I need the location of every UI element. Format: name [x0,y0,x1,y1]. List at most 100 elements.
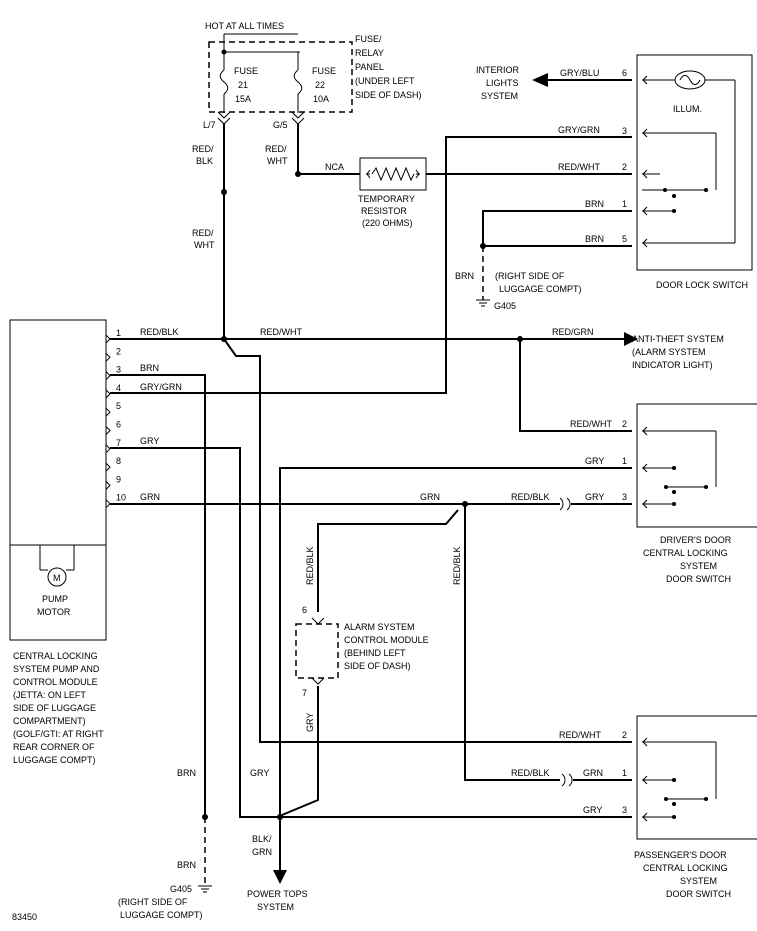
splice-dot [221,189,227,195]
arrow-icon [273,870,287,884]
wire-label-red-wht: RED/ [192,228,214,238]
ground-bottom-id: G405 [170,884,192,894]
arrow-icon [532,73,548,87]
anti-theft-label-1: ANTI-THEFT SYSTEM [632,334,724,344]
drv-label-3: SYSTEM [680,561,717,571]
pin-connector-icon [105,444,111,454]
wire-red-blk-alarm [317,509,459,612]
anti-theft-label-2: (ALARM SYSTEM [632,347,706,357]
fuse-22-amps: 10A [313,94,329,104]
nca-label: NCA [325,162,344,172]
pass-label-2: CENTRAL LOCKING [643,863,728,873]
module-pin-8: 8 [116,456,121,466]
panel-label-3: PANEL [355,62,384,72]
door-lock-switch-box [636,54,753,271]
connector-icon [561,773,573,787]
drv-label-1: DRIVER'S DOOR [660,535,732,545]
wire-label-pin1: RED/BLK [140,327,179,337]
module-pin-9: 9 [116,474,121,484]
fuse-22-icon [293,69,303,95]
wire-label-drv-gry-1: GRY [585,456,604,466]
module-pin-2: 2 [116,346,121,356]
pin-connector-icon [105,426,111,435]
wire-label-gry-lower: GRY [250,768,269,778]
wire-label-lock-brn-1: BRN [585,199,604,209]
wire-label-red-wht-h: RED/WHT [260,327,302,337]
pass-pin-2: 2 [622,730,627,740]
ground-top-wire: BRN [455,271,474,281]
wire-label-pin3: BRN [140,363,159,373]
fuse-21-icon [219,69,229,95]
resistor-label-2: RESISTOR [361,206,407,216]
motor-label-1: PUMP [42,594,68,604]
pump-motor-icon [47,567,67,587]
wire-label-gry-blu: GRY/BLU [560,68,599,78]
drv-pin-1: 1 [622,456,627,466]
alarm-module-box [295,623,339,679]
connector-icon [311,677,325,685]
wire-label-lock-gry-grn: GRY/GRN [558,125,600,135]
module-desc-9: LUGGAGE COMPT) [13,755,96,765]
panel-label-2: RELAY [355,48,384,58]
fuse-22-name: FUSE [312,66,336,76]
ground-top-note-2: LUGGAGE COMPT) [499,284,582,294]
wire-label-pin10: GRN [140,492,160,502]
wire-gry-pin7 [110,447,632,818]
fuse-relay-panel: HOT AT ALL TIMES FUSE 21 15A L/7 FUSE 22… [203,21,422,130]
alarm-pin-7: 7 [302,688,307,698]
lock-switch-pin-3: 3 [622,126,627,136]
fuse-22-pin: G/5 [273,120,288,130]
interior-label-2: LIGHTS [486,78,519,88]
wire-label-red-wht-b: RED/ [265,144,287,154]
passengers-door-switch: 2 1 3 PASSENGER'S DOOR CENTRAL LOCKING S… [622,715,757,899]
alarm-label-3: (BEHIND LEFT [344,648,406,658]
alarm-pin-6: 6 [302,605,307,615]
lock-switch-pin-1: 1 [622,199,627,209]
wire-brn-1 [482,210,632,246]
module-desc-8: REAR CORNER OF [13,742,95,752]
module-desc-2: SYSTEM PUMP AND [13,664,100,674]
wire-brn-pin3 [110,374,206,820]
motor-symbol: M [53,573,61,583]
pin-connector-icon [105,389,111,399]
wire-label-brn-lower: BRN [177,768,196,778]
wire-label-blk-grn-2: GRN [252,847,272,857]
fuse-21-amps: 15A [235,94,251,104]
wire-gry-grn [110,136,632,394]
wire-label-drv-gry-3: GRY [585,492,604,502]
pass-label-3: SYSTEM [680,876,717,886]
wire-red-wht-passenger [223,338,632,743]
lock-switch-pin-6: 6 [622,68,627,78]
alarm-label-2: CONTROL MODULE [344,635,429,645]
pin-connector-icon [105,407,111,417]
wire-label-red-wht-2: WHT [194,240,215,250]
alarm-control-module: 6 7 ALARM SYSTEM CONTROL MODULE (BEHIND … [295,605,429,698]
wire-gry-driver-1 [279,467,632,817]
wire-label-red-wht-b-2: WHT [267,156,288,166]
wire-label-pass-red-blk: RED/BLK [511,768,550,778]
pin-connector-icon [105,499,111,509]
resistor-icon [371,166,415,182]
resistor-label-1: TEMPORARY [358,194,415,204]
wire-label-pass-grn: GRN [583,768,603,778]
wire-label-drv-red-wht: RED/WHT [570,419,612,429]
alarm-label-1: ALARM SYSTEM [344,622,415,632]
wire-label-pin7: GRY [140,436,159,446]
wire-label-gry-v: GRY [305,713,315,732]
module-desc-1: CENTRAL LOCKING [13,651,98,661]
ground-top-id: G405 [494,301,516,311]
module-desc-5: SIDE OF LUGGAGE [13,703,96,713]
module-desc-6: COMPARTMENT) [13,716,86,726]
pin-connector-icon [105,481,111,490]
wire-label-grn-2: GRN [420,492,440,502]
ground-bottom-note-2: LUGGAGE COMPT) [120,910,203,920]
pass-pin-3: 3 [622,805,627,815]
arrow-icon [624,332,638,346]
module-pin-7: 7 [116,438,121,448]
connector-icon [559,497,571,511]
wire-gry-alarm [281,686,319,816]
wire-label-pass-gry: GRY [583,805,602,815]
module-pin-6: 6 [116,420,121,430]
